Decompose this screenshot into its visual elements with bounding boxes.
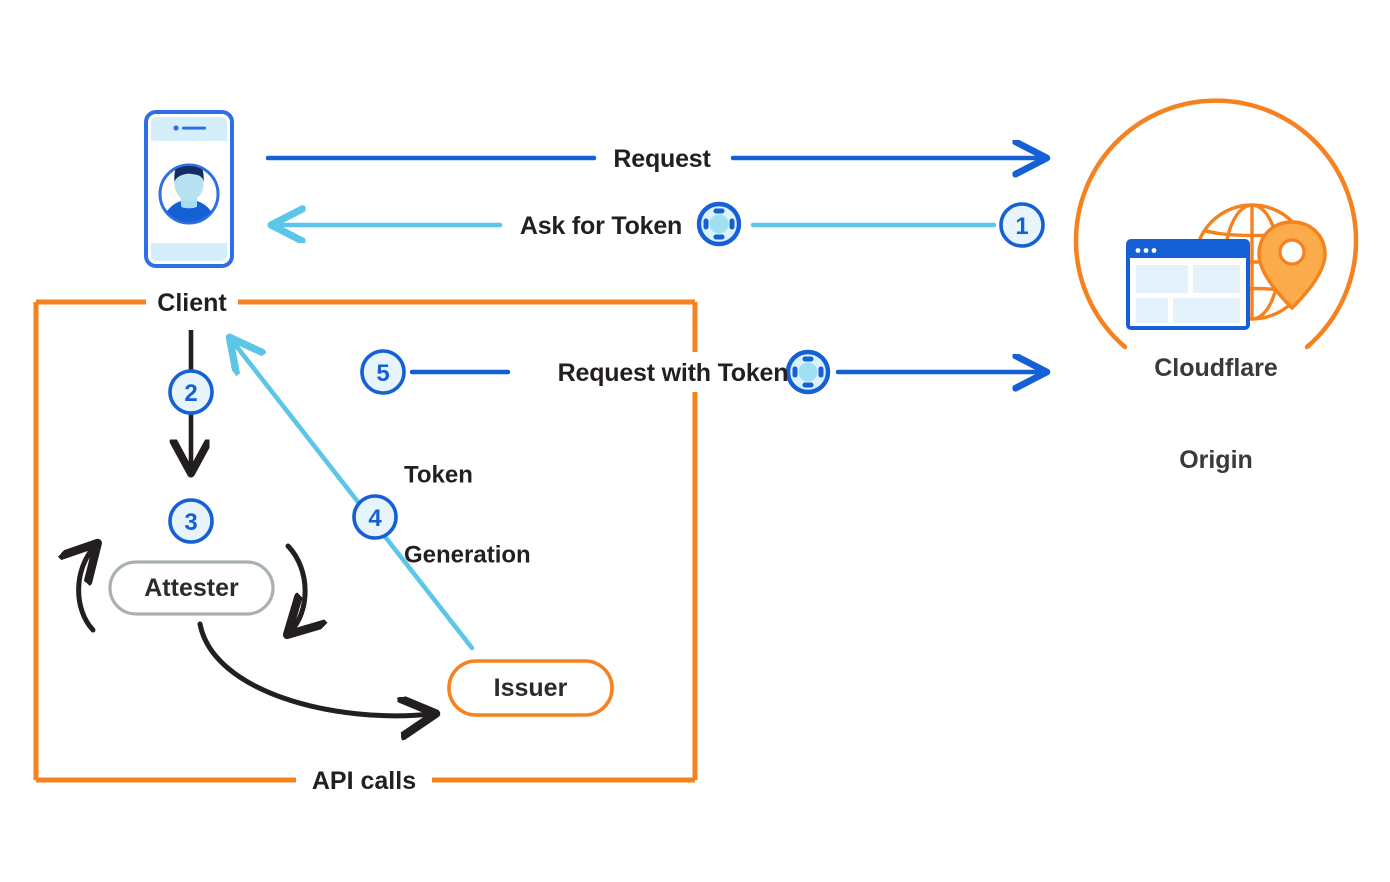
cloudflare-origin-label: Cloudflare Origin [1154, 292, 1278, 536]
token-generation-label-line1: Token [404, 461, 473, 489]
flow-label-request: Request [613, 145, 711, 173]
flow-label-request-with-token: Request with Token [557, 359, 789, 387]
step-badge-4: 4 [352, 494, 398, 540]
cloudflare-origin-icon [1073, 98, 1359, 350]
cloudflare-origin-label-line2: Origin [1179, 445, 1253, 474]
attester-node: Attester [108, 560, 275, 616]
mobile-phone-user-icon [144, 110, 234, 268]
issuer-label: Issuer [494, 674, 568, 702]
attester-label: Attester [144, 574, 239, 602]
step-badge-3: 3 [168, 498, 214, 544]
step-badge-3-label: 3 [184, 509, 197, 536]
token-generation-label-line2: Generation [404, 541, 531, 569]
step-badge-2: 2 [168, 369, 214, 415]
token-icon-ask-for-token [696, 201, 742, 247]
flow-token-generation-arrow [230, 338, 475, 651]
api-calls-label: API calls [311, 767, 417, 795]
cloudflare-origin-label-line1: Cloudflare [1154, 354, 1278, 382]
step-badge-5: 5 [360, 349, 406, 395]
step-badge-4-label: 4 [368, 505, 382, 532]
step-badge-1-label: 1 [1015, 213, 1028, 240]
step-badge-2-label: 2 [184, 380, 197, 407]
flow-label-ask-for-token: Ask for Token [519, 212, 683, 240]
client-label: Client [157, 289, 227, 317]
step-badge-1: 1 [999, 202, 1045, 248]
token-icon-request-with-token [785, 349, 831, 395]
step-badge-5-label: 5 [376, 360, 389, 387]
issuer-node: Issuer [447, 659, 614, 717]
token-generation-label: Token Generation [404, 409, 531, 624]
attestation-loop-arrows [79, 546, 432, 716]
browser-window-icon [1126, 239, 1250, 330]
api-calls-group-box [33, 299, 698, 783]
location-pin-icon [1257, 220, 1327, 310]
